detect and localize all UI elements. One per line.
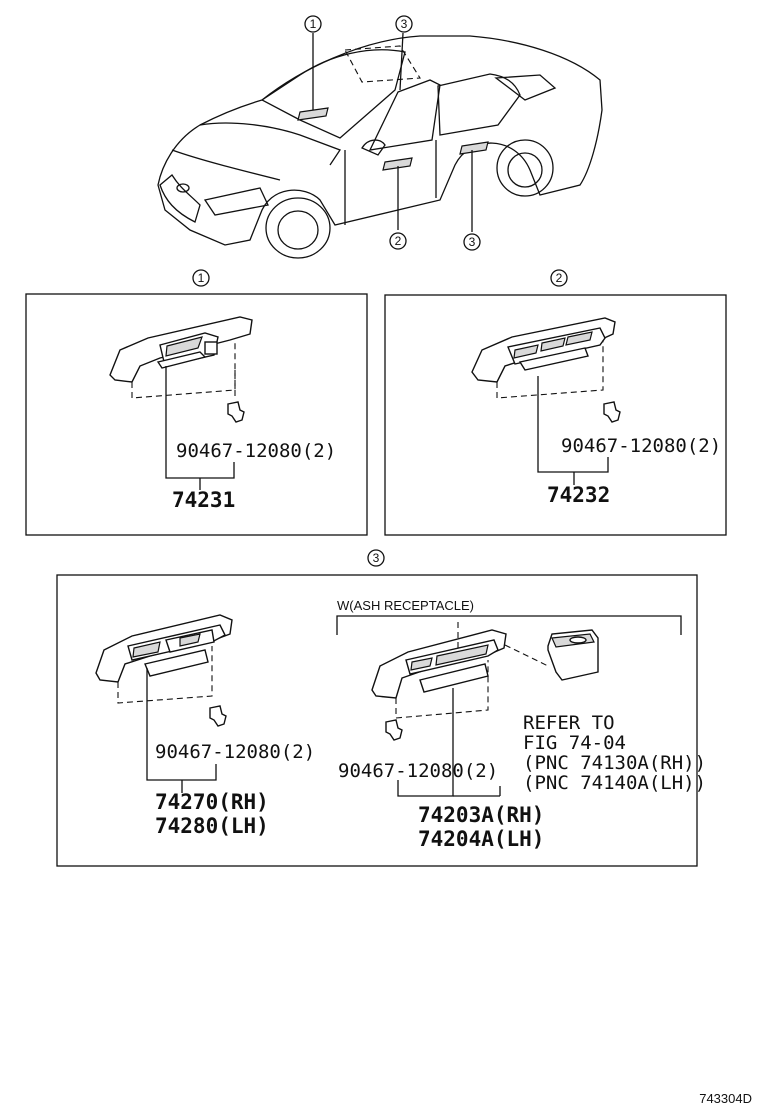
assembly-part-number-rh-right: 74203A(RH) <box>418 803 544 827</box>
assembly-part-number-rh-left: 74270(RH) <box>155 790 269 814</box>
callout-section-1: 1 <box>198 271 205 285</box>
screw-part-number: 90467-12080(2) <box>561 435 721 457</box>
switch-part-74203A <box>371 629 507 699</box>
screw-clip-icon <box>227 401 245 423</box>
screw-clip-icon <box>209 705 227 727</box>
section-1-frame <box>25 293 368 536</box>
variant-label: W(ASH RECEPTACLE) <box>337 598 474 613</box>
refer-line-2: FIG 74-04 <box>523 732 626 754</box>
section-3-frame <box>56 574 698 867</box>
switch-part-74231 <box>109 316 253 383</box>
assembly-part-number: 74231 <box>172 488 235 512</box>
refer-line-1: REFER TO <box>523 712 615 734</box>
screw-part-number: 90467-12080(2) <box>176 440 336 462</box>
callout-car-2: 2 <box>395 234 402 248</box>
assembly-part-number: 74232 <box>547 483 610 507</box>
callout-car-1: 1 <box>310 17 317 31</box>
screw-clip-icon <box>603 401 621 423</box>
callout-section-2: 2 <box>556 271 563 285</box>
callout-section-3: 3 <box>373 551 380 565</box>
switch-part-74270 <box>95 614 233 683</box>
figure-number: 743304D <box>699 1091 752 1106</box>
section-1: 1 90467-12080(2) 74231 <box>25 269 368 536</box>
car-illustration: 1 3 2 3 <box>157 15 603 259</box>
refer-line-4: (PNC 74140A(LH)) <box>523 772 706 794</box>
ash-receptacle <box>547 629 599 681</box>
assembly-part-number-lh-left: 74280(LH) <box>155 814 269 838</box>
screw-clip-icon <box>385 719 403 741</box>
section-3: 3 90467-12080(2) 74270(RH) 74280(LH) W(A… <box>56 549 706 867</box>
section-2-frame <box>384 294 727 536</box>
callout-car-3b: 3 <box>469 235 476 249</box>
assembly-part-number-lh-right: 74204A(LH) <box>418 827 544 851</box>
section-2: 2 90467-12080(2) 74232 <box>384 269 727 536</box>
refer-line-3: (PNC 74130A(RH)) <box>523 752 706 774</box>
screw-part-number-left: 90467-12080(2) <box>155 741 315 763</box>
screw-part-number-right: 90467-12080(2) <box>338 760 498 782</box>
switch-part-74232 <box>471 317 616 383</box>
callout-car-3a: 3 <box>401 17 408 31</box>
